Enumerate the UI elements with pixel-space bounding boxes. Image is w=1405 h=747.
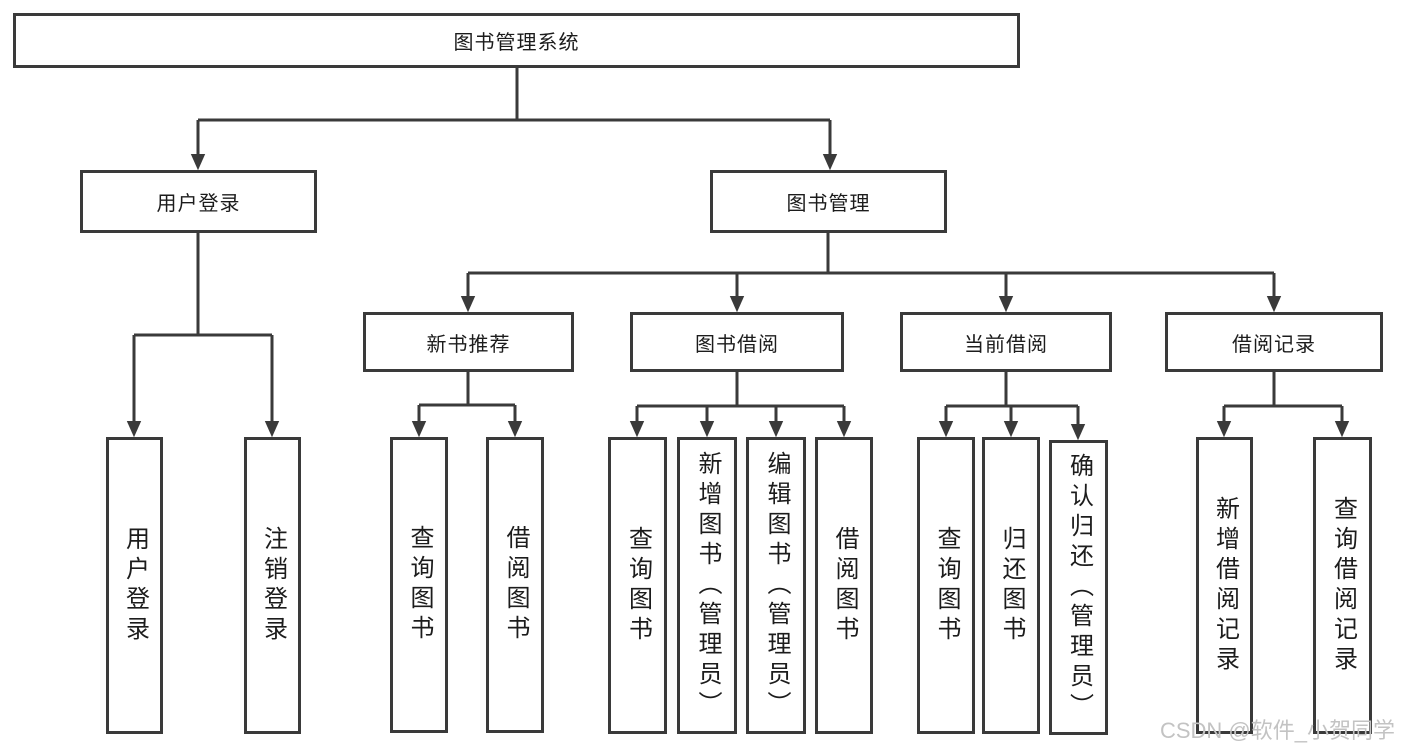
node-book-management: 图书管理 — [710, 170, 947, 233]
leaf-user-login: 用户登录 — [106, 437, 163, 734]
leaf-borrow-borrow-books: 借阅图书 — [815, 437, 873, 734]
node-root-system: 图书管理系统 — [13, 13, 1020, 68]
leaf-borrow-edit-books-admin: 编辑图书（管理员） — [746, 437, 806, 734]
node-new-book-recommendation: 新书推荐 — [363, 312, 574, 372]
leaf-logout: 注销登录 — [244, 437, 301, 734]
leaf-borrow-query-books: 查询图书 — [608, 437, 667, 734]
node-user-login: 用户登录 — [80, 170, 317, 233]
leaf-current-confirm-return-admin: 确认归还（管理员） — [1049, 440, 1108, 735]
node-book-borrowing: 图书借阅 — [630, 312, 844, 372]
leaf-current-query-books: 查询图书 — [917, 437, 975, 734]
leaf-current-return-books: 归还图书 — [982, 437, 1040, 734]
leaf-newbook-query-books: 查询图书 — [390, 437, 448, 733]
node-current-borrowing: 当前借阅 — [900, 312, 1112, 372]
node-borrowing-records: 借阅记录 — [1165, 312, 1383, 372]
leaf-newbook-borrow-books: 借阅图书 — [486, 437, 544, 733]
leaf-records-query-record: 查询借阅记录 — [1313, 437, 1372, 734]
leaf-records-add-record: 新增借阅记录 — [1196, 437, 1253, 734]
leaf-borrow-add-books-admin: 新增图书（管理员） — [677, 437, 737, 734]
csdn-watermark: CSDN @软件_小贺同学 — [1159, 718, 1395, 743]
